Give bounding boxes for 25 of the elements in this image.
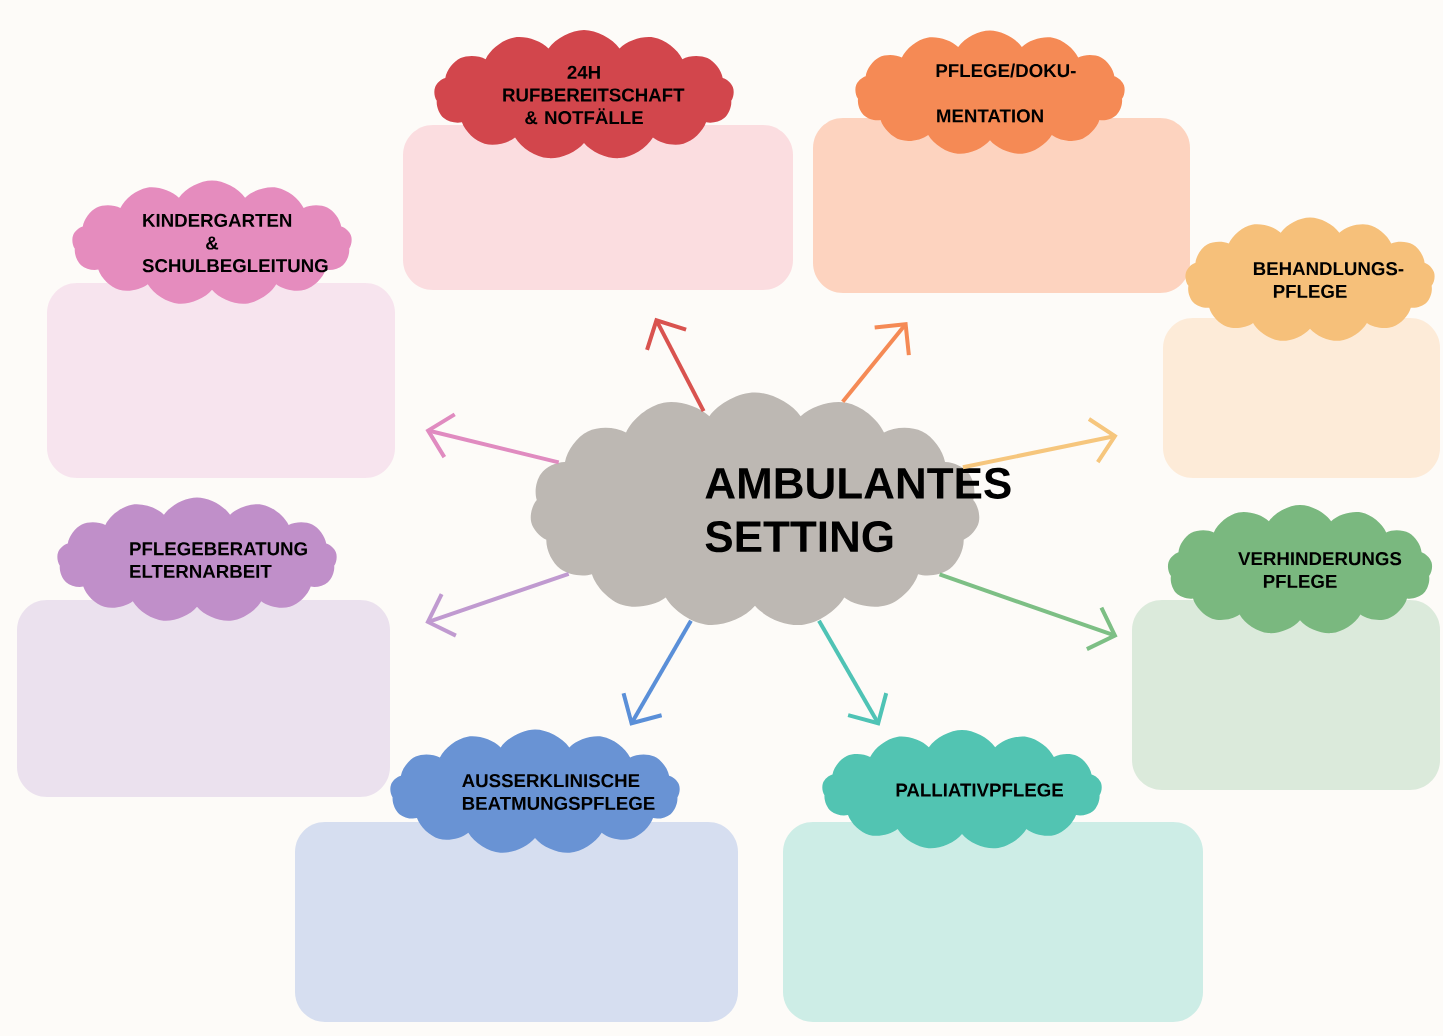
topic-card: PFLEGEBERATUNG ELTERNARBEIT xyxy=(17,497,390,797)
topic-card: PALLIATIVPFLEGE xyxy=(783,730,1203,1022)
node-label: KINDERGARTEN & SCHULBEGLEITUNG xyxy=(142,213,328,273)
topic-card: AUSSERKLINISCHE BEATMUNGSPFLEGE xyxy=(295,729,738,1022)
center-cloud: AMBULANTES SETTING xyxy=(530,392,1011,626)
topic-card: PFLEGE/DOKU- MENTATION xyxy=(813,30,1190,293)
arrow xyxy=(962,417,1118,470)
arrow xyxy=(938,572,1118,651)
arrow xyxy=(817,619,889,726)
node-label: 24H RUFBEREITSCHAFT & NOTFÄLLE xyxy=(503,65,685,125)
topic-card: BEHANDLUNGS- PFLEGE xyxy=(1163,217,1440,478)
arrow xyxy=(841,322,911,404)
node-label: PFLEGE/DOKU- xyxy=(936,63,1076,78)
arrow xyxy=(645,317,706,413)
arrow xyxy=(425,412,560,465)
node-label: VERHINDERUNGS PFLEGE xyxy=(1238,552,1402,588)
node-label: BEHANDLUNGS- PFLEGE xyxy=(1253,262,1404,298)
arrow xyxy=(621,619,693,726)
node-label: PALLIATIVPFLEGE xyxy=(896,783,1063,797)
arrow xyxy=(425,571,570,638)
topic-card: 24H RUFBEREITSCHAFT & NOTFÄLLE xyxy=(403,30,793,290)
node-label: AUSSERKLINISCHE BEATMUNGSPFLEGE xyxy=(462,774,655,810)
topic-card: VERHINDERUNGS PFLEGE xyxy=(1132,505,1440,790)
topic-card: KINDERGARTEN & SCHULBEGLEITUNG xyxy=(47,180,395,478)
node-label: PFLEGEBERATUNG ELTERNARBEIT xyxy=(130,542,307,578)
